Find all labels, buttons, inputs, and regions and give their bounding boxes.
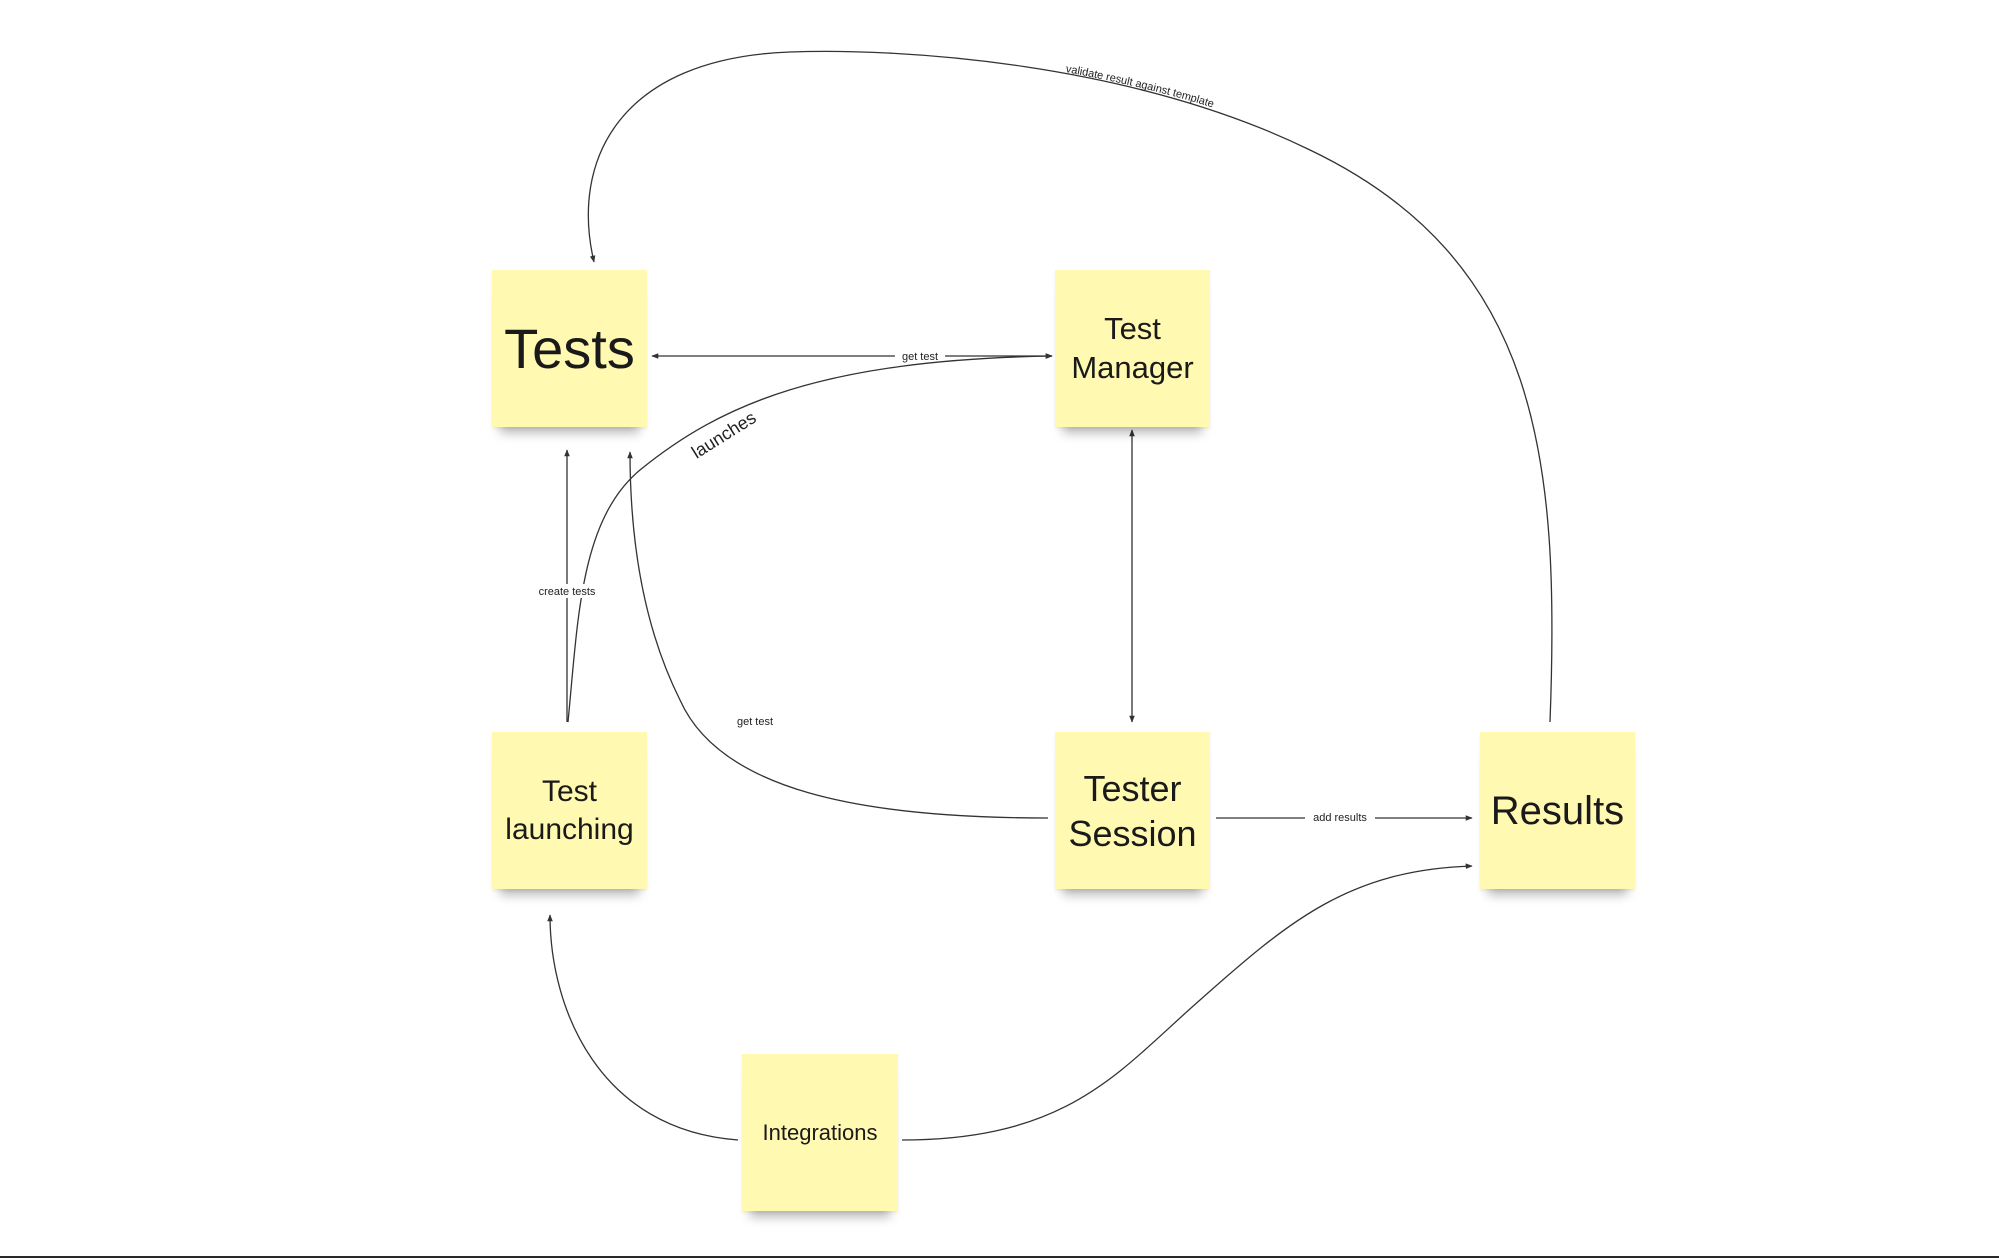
bottom-border-line <box>0 1256 1999 1258</box>
edge-label-get-test-bottom: get test <box>737 716 773 728</box>
edge-label-validate: validate result against template <box>1065 63 1215 110</box>
edge-label-get-test-top: get test <box>902 351 938 363</box>
edge-label-create-tests: create tests <box>539 586 596 598</box>
note-tests[interactable]: Tests <box>492 270 647 427</box>
note-tests-label: Tests <box>504 316 635 380</box>
note-tester-session[interactable]: Tester Session <box>1055 732 1210 889</box>
note-test-manager[interactable]: Test Manager <box>1055 270 1210 427</box>
edge-launches <box>567 353 1053 723</box>
edge-validate-result <box>587 50 1553 723</box>
note-test-launching[interactable]: Test launching <box>492 732 647 889</box>
note-test-manager-label: Test Manager <box>1071 310 1194 385</box>
note-integrations[interactable]: Integrations <box>742 1054 898 1211</box>
note-tester-session-label: Tester Session <box>1068 767 1197 854</box>
edge-integrations-launching <box>547 914 739 1141</box>
note-results[interactable]: Results <box>1480 732 1635 889</box>
edge-label-add-results: add results <box>1313 812 1367 824</box>
note-results-label: Results <box>1490 788 1625 833</box>
note-test-launching-label: Test launching <box>505 775 634 846</box>
edge-get-test-bottom <box>627 451 1049 819</box>
edge-integrations-results <box>901 863 1473 1141</box>
note-integrations-label: Integrations <box>762 1119 878 1145</box>
